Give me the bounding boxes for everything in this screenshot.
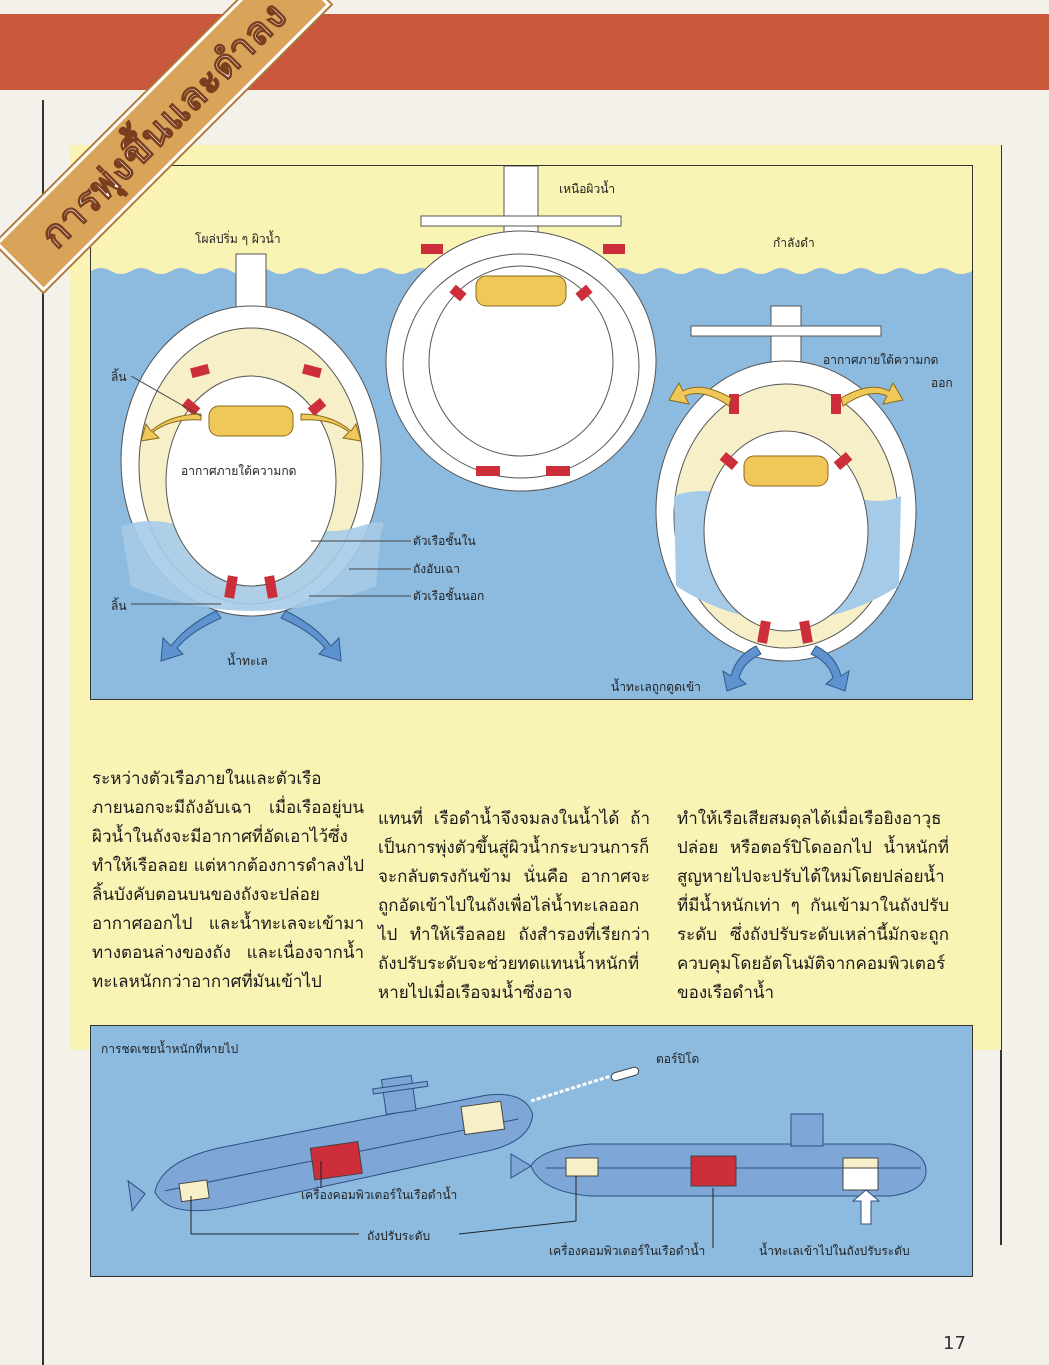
sub-half-surfaced — [120, 253, 384, 662]
paragraph-3: ทำให้เรือเสียสมดุลได้เมื่อเรือยิงอาวุธปล… — [677, 809, 949, 1003]
label-diving: กำลังดำ — [773, 236, 815, 250]
label-computer-2: เครื่องคอมพิวเตอร์ในเรือดำน้ำ — [549, 1244, 706, 1258]
text-column-1: ระหว่างตัวเรือภายในและตัวเรือภายนอกจะมีถ… — [92, 765, 364, 997]
label-seawater: น้ำทะเล — [227, 654, 268, 668]
label-compressed-air: อากาศภายใต้ความกด — [181, 464, 297, 478]
sub-compensated — [510, 1113, 927, 1225]
paragraph-1: ระหว่างตัวเรือภายในและตัวเรือภายนอกจะมีถ… — [92, 769, 364, 992]
label-inner-hull: ตัวเรือชั้นใน — [413, 534, 476, 548]
label-air-out-1: อากาศภายใต้ความกด — [823, 353, 939, 367]
submarine-cross-section-icon — [91, 166, 972, 699]
right-rule — [1000, 145, 1002, 1245]
header-gap — [0, 90, 1049, 102]
label-trim-tank: ถังปรับระดับ — [367, 1229, 431, 1243]
sub-surfaced — [385, 166, 657, 492]
label-air-out-2: ออก — [931, 376, 953, 390]
label-valve-bottom: ลิ้น — [111, 599, 127, 613]
text-column-3: ทำให้เรือเสียสมดุลได้เมื่อเรือยิงอาวุธปล… — [677, 805, 949, 1008]
sub-firing — [127, 1074, 534, 1212]
orange-header-band — [0, 14, 1049, 90]
label-computer-1: เครื่องคอมพิวเตอร์ในเรือดำน้ำ — [301, 1188, 458, 1202]
sub-diving — [655, 305, 917, 692]
bottom-caption: การชดเชยน้ำหนักที่หายไป — [101, 1042, 239, 1056]
label-valve-top: ลิ้น — [111, 370, 127, 384]
label-half-surfaced: โผล่ปริ่ม ๆ ผิวน้ำ — [195, 232, 281, 246]
submarine-side-icon — [127, 1066, 927, 1248]
label-torpedo: ตอร์ปิโด — [656, 1052, 700, 1066]
label-surfaced: เหนือผิวน้ำ — [559, 182, 616, 196]
left-rule — [42, 100, 44, 1365]
label-outer-hull: ตัวเรือชั้นนอก — [413, 589, 485, 603]
label-ballast-tank: ถังอับเฉา — [413, 562, 460, 576]
label-water-in: น้ำทะเลถูกดูดเข้า — [611, 680, 701, 694]
torpedo-icon — [530, 1066, 640, 1103]
trim-compensation-diagram: การชดเชยน้ำหนักที่หายไป ตอร์ปิโด เครื่อง… — [90, 1025, 973, 1277]
label-water-into-trim: น้ำทะเลเข้าไปในถังปรับระดับ — [759, 1244, 910, 1258]
text-column-2: แทนที่ เรือดำน้ำจึงจมลงในน้ำได้ ถ้าเป็นก… — [378, 805, 650, 1008]
paragraph-2: แทนที่ เรือดำน้ำจึงจมลงในน้ำได้ ถ้าเป็นก… — [378, 809, 650, 1003]
page-number: 17 — [943, 1333, 966, 1354]
buoyancy-diagram: โผล่ปริ่ม ๆ ผิวน้ำ เหนือผิวน้ำ กำลังดำ ล… — [90, 165, 973, 700]
